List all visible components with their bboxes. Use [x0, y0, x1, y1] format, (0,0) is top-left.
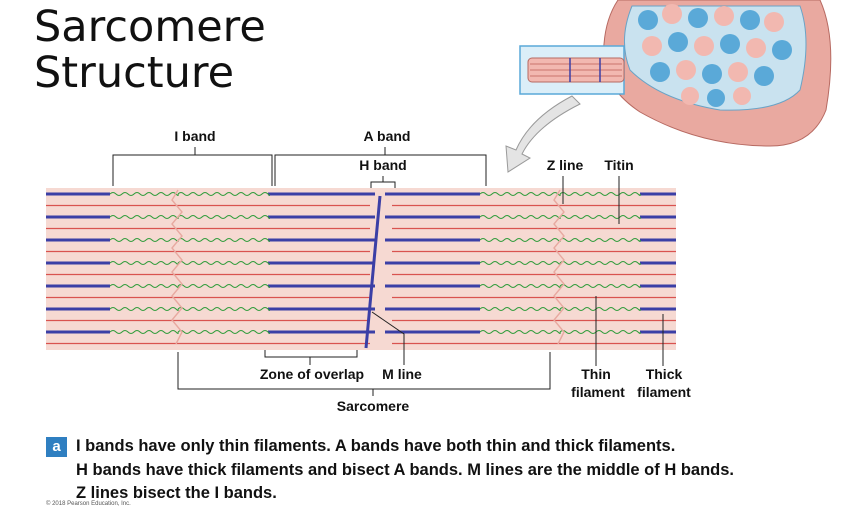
caption-line-1: I bands have only thin filaments. A band… [76, 437, 676, 455]
m-line [364, 195, 382, 349]
titin-strand [559, 238, 641, 242]
titin-strand [559, 330, 641, 334]
figure-panel-badge: a [46, 437, 67, 457]
titin-strand [479, 215, 561, 219]
titin-strand [479, 330, 561, 334]
titin-strand [479, 307, 561, 311]
h-band-bracket [370, 176, 396, 188]
titin-strand [177, 307, 270, 311]
filament-layer [46, 192, 676, 345]
sarcomere-bracket [177, 352, 551, 396]
z-line-right [553, 189, 565, 345]
titin-strand [177, 284, 270, 288]
extracted-myofibril [519, 45, 625, 95]
z-line-left [171, 189, 183, 345]
z-line-label: Z line [547, 157, 584, 173]
titin-strand [109, 284, 179, 288]
m-line-pointer [371, 311, 405, 365]
myofibril-band-background [46, 188, 676, 350]
titin-strand [559, 261, 641, 265]
titin-strand [109, 215, 179, 219]
muscle-cross-section-illustration [505, 0, 832, 173]
titin-strand [109, 238, 179, 242]
a-band-label: A band [364, 128, 411, 144]
m-line-label: M line [382, 366, 422, 382]
sarcomere-label: Sarcomere [337, 398, 410, 414]
zoom-arrow [505, 95, 581, 173]
i-band-label: I band [174, 128, 215, 144]
titin-strand [559, 284, 641, 288]
i-band-bracket [112, 147, 273, 186]
titin-strand [559, 307, 641, 311]
figure-caption: I bands have only thin filaments. A band… [76, 435, 734, 506]
titin-strand [177, 215, 270, 219]
titin-strand [479, 261, 561, 265]
caption-line-3: Z lines bisect the I bands. [76, 484, 277, 502]
titin-strand [109, 330, 179, 334]
zone-of-overlap-label: Zone of overlap [260, 366, 364, 382]
title-line-2: Structure [34, 48, 235, 98]
a-band-bracket [274, 147, 487, 186]
titin-strand [109, 192, 179, 196]
h-band-label: H band [359, 157, 406, 173]
titin-strand [559, 192, 641, 196]
copyright-notice: © 2018 Pearson Education, Inc. [46, 501, 131, 507]
myofibril-bundle [638, 4, 792, 107]
thick-filament-label-line-1: Thick [646, 366, 683, 382]
titin-strand [109, 307, 179, 311]
page-title: Sarcomere Structure [34, 4, 266, 96]
titin-label: Titin [604, 157, 633, 173]
zone-of-overlap-bracket [264, 350, 358, 365]
thin-filament-label-line-1: Thin [581, 366, 611, 382]
title-line-1: Sarcomere [34, 2, 266, 52]
titin-strand [177, 192, 270, 196]
caption-line-2: H bands have thick filaments and bisect … [76, 460, 735, 479]
titin-strand [559, 215, 641, 219]
titin-strand [479, 238, 561, 242]
thin-filament-label-line-2: filament [571, 384, 625, 400]
titin-strand [479, 284, 561, 288]
titin-strand [177, 330, 270, 334]
titin-strand [479, 192, 561, 196]
thick-filament-label-line-2: filament [637, 384, 691, 400]
titin-strand [109, 261, 179, 265]
titin-strand [177, 261, 270, 265]
titin-strand [177, 238, 270, 242]
